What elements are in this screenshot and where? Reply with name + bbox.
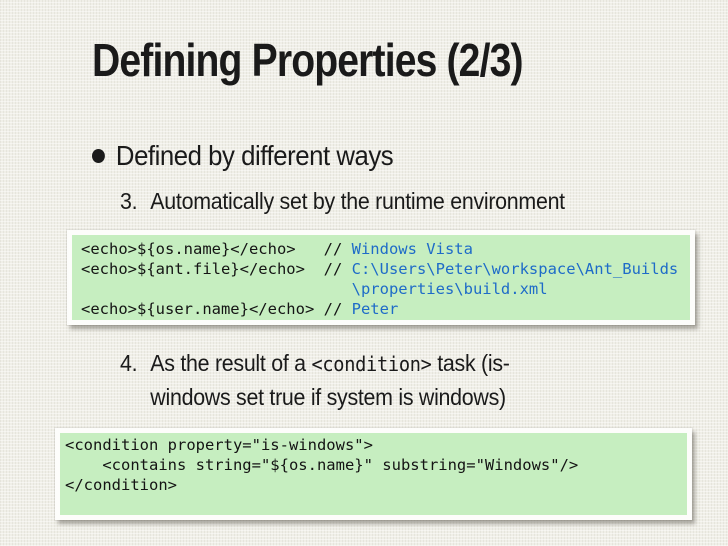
bullet-text: Defined by different ways	[115, 140, 394, 171]
item-4-text-after: task (is-	[431, 350, 510, 376]
list-item-3: 3. Automatically set by the runtime envi…	[120, 186, 565, 216]
slide-title: Defining Properties (2/3)	[92, 34, 524, 86]
code-box-echo-examples: <echo>${os.name}</echo> // Windows Vista…	[67, 230, 695, 325]
inline-code-condition: <condition>	[311, 352, 432, 376]
code-listing-condition: <condition property="is-windows"> <conta…	[65, 436, 579, 494]
bullet-dot-icon	[92, 149, 105, 163]
item-4-text: As the result of a <condition> task (is-…	[150, 347, 510, 414]
item-4-text-line2: windows set true if system is windows)	[150, 384, 506, 410]
item-4-number: 4.	[120, 350, 138, 376]
item-3-number: 3.	[120, 188, 138, 214]
code-listing-echo: <echo>${os.name}</echo> // Windows Vista…	[81, 240, 679, 318]
bullet-item: Defined by different ways	[92, 140, 394, 172]
code-box-condition: <condition property="is-windows"> <conta…	[55, 428, 692, 520]
item-4-text-before: As the result of a	[150, 350, 312, 376]
item-3-text: Automatically set by the runtime environ…	[150, 188, 565, 214]
list-item-4: 4. As the result of a <condition> task (…	[120, 347, 510, 414]
